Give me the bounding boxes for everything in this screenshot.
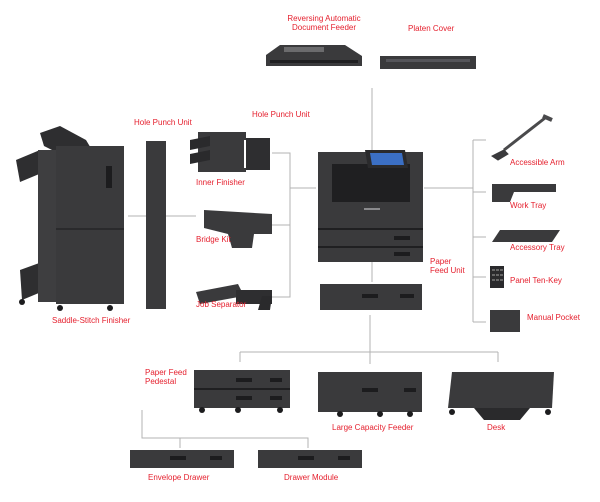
reversing-adf-device xyxy=(266,45,362,66)
hole-punch-unit-right-label: Hole Punch Unit xyxy=(252,110,310,119)
paper-feed-unit-label-line2: Feed Unit xyxy=(430,266,465,275)
panel-tenkey-device xyxy=(490,266,504,288)
hole-punch-unit-left-label: Hole Punch Unit xyxy=(134,118,192,127)
platen-cover-label: Platen Cover xyxy=(408,24,455,33)
accessible-arm-label: Accessible Arm xyxy=(510,158,565,167)
saddle-stitch-finisher-label: Saddle-Stitch Finisher xyxy=(52,316,131,325)
inner-finisher-device xyxy=(190,132,270,172)
work-tray-label: Work Tray xyxy=(510,201,547,210)
panel-tenkey-label: Panel Ten-Key xyxy=(510,276,562,285)
drawer-module-device xyxy=(258,450,362,468)
saddle-stitch-finisher-device xyxy=(16,126,124,311)
work-tray-device xyxy=(492,184,556,202)
paper-feed-unit-label-line1: Paper xyxy=(430,257,452,266)
paper-feed-pedestal-label-line1: Paper Feed xyxy=(145,368,187,377)
paper-feed-pedestal-device xyxy=(194,370,290,413)
accessory-tray-label: Accessory Tray xyxy=(510,243,565,252)
accessory-tray-device xyxy=(492,230,560,242)
job-separator-label: Job Separator xyxy=(196,300,247,309)
desk-label: Desk xyxy=(487,423,506,432)
paper-feed-pedestal-label-line2: Pedestal xyxy=(145,377,177,386)
reversing-adf-label-line2: Document Feeder xyxy=(291,23,357,32)
hole-punch-unit-left-device xyxy=(146,141,166,309)
bridge-kit-label: Bridge Kit xyxy=(196,235,231,244)
bridge-kit-device xyxy=(204,210,272,248)
platen-cover-device xyxy=(380,56,476,69)
paper-feed-unit-device xyxy=(320,284,422,310)
manual-pocket-device xyxy=(490,310,520,332)
paper-feed-unit-label: Paper Feed Unit xyxy=(430,257,465,275)
inner-finisher-label: Inner Finisher xyxy=(196,178,245,187)
job-separator-device xyxy=(196,284,272,310)
drawer-module-label: Drawer Module xyxy=(284,473,339,482)
envelope-drawer-label: Envelope Drawer xyxy=(148,473,210,482)
desk-device xyxy=(448,372,554,420)
reversing-adf-label: Reversing Automatic Document Feeder xyxy=(276,14,372,32)
reversing-adf-label-line1: Reversing Automatic xyxy=(287,14,361,23)
mfp-main-unit-device xyxy=(318,150,423,262)
accessible-arm-device xyxy=(491,114,553,161)
large-capacity-feeder-label: Large Capacity Feeder xyxy=(332,423,414,432)
paper-feed-pedestal-label: Paper Feed Pedestal xyxy=(145,368,187,386)
connector-lines xyxy=(128,88,499,448)
manual-pocket-label: Manual Pocket xyxy=(527,313,580,322)
large-capacity-feeder-device xyxy=(318,372,422,417)
envelope-drawer-device xyxy=(130,450,234,468)
